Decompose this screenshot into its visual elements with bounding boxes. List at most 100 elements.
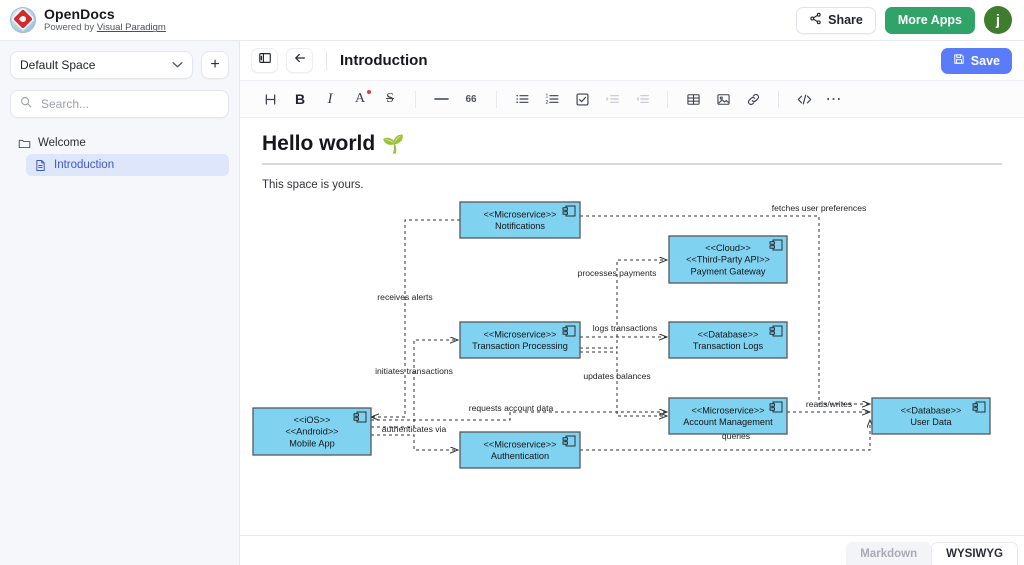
node-name: Notifications <box>495 221 545 231</box>
diagram-node[interactable]: <<Database>> User Data <box>871 397 991 435</box>
outdent-button[interactable] <box>628 86 656 112</box>
node-name: Account Management <box>683 417 773 427</box>
bold-button[interactable]: B <box>286 86 314 112</box>
visual-paradigm-link[interactable]: Visual Paradigm <box>96 22 166 34</box>
uml-component-icon <box>769 401 783 413</box>
space-selector[interactable]: Default Space <box>10 51 193 79</box>
italic-button[interactable]: I <box>316 86 344 112</box>
toggle-sidebar-button[interactable] <box>251 48 278 73</box>
diagram-node[interactable]: <<Database>> Transaction Logs <box>668 321 788 359</box>
brand[interactable]: OpenDocs Powered by Visual Paradigm <box>10 6 166 34</box>
numbered-list-button[interactable]: 1 2 <box>538 86 566 112</box>
tab-wysiwyg[interactable]: WYSIWYG <box>931 542 1018 565</box>
node-stereotype: <<Database>> <box>901 405 962 415</box>
editor-pane: Introduction Save B I <box>240 41 1024 565</box>
code-block-button[interactable] <box>790 86 818 112</box>
color-dot-indicator <box>367 90 371 94</box>
diagram-edge <box>580 215 870 404</box>
node-stereotype: <<Database>> <box>698 329 759 339</box>
toolbar-divider <box>667 90 668 108</box>
more-options-button[interactable]: ⋯ <box>820 86 848 112</box>
bold-glyph: B <box>294 91 306 107</box>
uml-component-icon <box>562 435 576 447</box>
add-page-button[interactable]: + <box>201 51 229 79</box>
uml-component-icon <box>353 411 367 423</box>
node-name: Transaction Logs <box>693 341 764 351</box>
more-apps-button[interactable]: More Apps <box>884 6 975 34</box>
sidebar-item-label: Introduction <box>54 159 115 171</box>
diagram-node[interactable]: <<iOS>> <<Android>>Mobile App <box>252 407 372 456</box>
document-heading: Hello world 🌱 <box>262 132 1002 165</box>
status-bar: Markdown WYSIWYG <box>240 535 1024 565</box>
toolbar-divider <box>778 90 779 108</box>
document-canvas[interactable]: Hello world 🌱 This space is yours. recei… <box>240 118 1024 535</box>
strikethrough-button[interactable]: S <box>376 86 404 112</box>
node-stereotype: <<Microservice>> <box>483 329 556 339</box>
diagram-nodes: <<iOS>> <<Android>>Mobile App <<Microservi… <box>252 201 991 469</box>
image-button[interactable] <box>709 86 737 112</box>
avatar[interactable]: j <box>984 6 1012 34</box>
seedling-emoji-icon: 🌱 <box>382 133 405 154</box>
top-bar: OpenDocs Powered by Visual Paradigm Shar… <box>0 0 1024 41</box>
blockquote-glyph: 66 <box>465 93 477 105</box>
link-button[interactable] <box>739 86 767 112</box>
node-stereotype: <<Android>> <box>285 427 338 437</box>
diagram-node[interactable]: <<Microservice>>Authentication <box>459 431 581 469</box>
indent-button[interactable] <box>598 86 626 112</box>
table-button[interactable] <box>679 86 707 112</box>
diagram-edge-label: processes payments <box>578 268 657 278</box>
node-name: Mobile App <box>289 438 334 448</box>
horizontal-rule-button[interactable] <box>427 86 455 112</box>
brand-subtitle: Powered by Visual Paradigm <box>44 23 166 33</box>
diagram-edge-label: reads/writes <box>806 399 852 409</box>
space-selector-label: Default Space <box>20 58 96 72</box>
diagram-edge <box>371 219 460 417</box>
node-stereotype: <<Cloud>> <box>705 243 750 253</box>
diagram-node[interactable]: <<Microservice>>Account Management <box>668 397 788 435</box>
diagram-edge-label: authenticates via <box>382 424 447 434</box>
diagram-edge-label: fetches user preferences <box>772 203 867 213</box>
bullet-list-button[interactable] <box>508 86 536 112</box>
diagram-node[interactable]: <<Cloud>><<Third-Party API>>Payment Gate… <box>668 235 788 284</box>
uml-component-icon <box>562 325 576 337</box>
diagram-edge <box>371 412 667 421</box>
node-stereotype: <<iOS>> <box>294 415 331 425</box>
sidebar-item-label: Welcome <box>38 137 86 149</box>
text-color-glyph: A <box>354 91 366 106</box>
document-icon <box>34 159 47 172</box>
node-name: Authentication <box>491 451 549 461</box>
share-icon <box>809 12 822 28</box>
share-label: Share <box>828 13 863 27</box>
node-name: Payment Gateway <box>690 266 765 276</box>
diagram-edge-label: receives alerts <box>377 292 432 302</box>
heading-button[interactable] <box>256 86 284 112</box>
text-color-button[interactable]: A <box>346 86 374 112</box>
node-name: Transaction Processing <box>472 341 568 351</box>
page-tree: Welcome Introduction <box>10 132 229 176</box>
search-input[interactable] <box>39 96 219 112</box>
sidebar-item-introduction[interactable]: Introduction <box>26 154 229 176</box>
arrow-left-icon <box>293 51 307 70</box>
search-box[interactable] <box>10 90 229 118</box>
back-button[interactable] <box>286 48 313 73</box>
blockquote-button[interactable]: 66 <box>457 86 485 112</box>
svg-text:2: 2 <box>545 100 548 106</box>
diagram-edge <box>580 420 870 451</box>
save-button[interactable]: Save <box>940 47 1012 74</box>
editor-header: Introduction Save <box>240 41 1024 80</box>
diagram-node[interactable]: <<Microservice>>Notifications <box>459 201 581 239</box>
diagram-edge-label: requests account data <box>469 403 554 413</box>
node-name: User Data <box>910 417 952 427</box>
sidebar-item-welcome[interactable]: Welcome <box>10 132 229 154</box>
diagram-node[interactable]: <<Microservice>> Transaction Processing <box>459 321 581 359</box>
checklist-button[interactable] <box>568 86 596 112</box>
tab-markdown[interactable]: Markdown <box>846 542 932 565</box>
strikethrough-glyph: S <box>386 91 394 106</box>
share-button[interactable]: Share <box>796 6 876 34</box>
document-heading-text: Hello world <box>262 132 376 155</box>
toolbar-divider <box>415 90 416 108</box>
diagram-edges <box>371 215 870 451</box>
